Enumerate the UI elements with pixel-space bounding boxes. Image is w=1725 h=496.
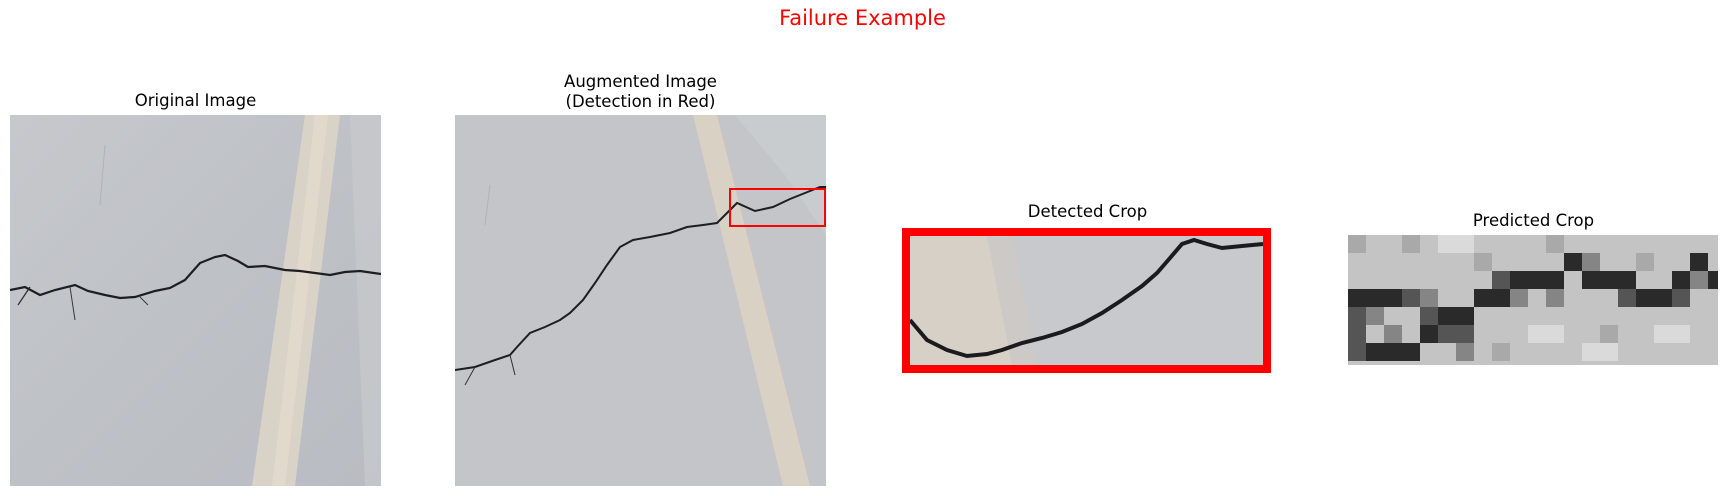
predicted-crop-title: Predicted Crop [1472, 211, 1595, 230]
augmented-title-line1: Augmented Image [564, 72, 717, 91]
detection-box [729, 188, 826, 227]
augmented-image [455, 115, 826, 486]
original-image-title: Original Image [134, 91, 257, 110]
augmented-title-line2: (Detection in Red) [565, 92, 716, 111]
detected-crop [902, 228, 1271, 373]
predicted-crop [1348, 235, 1718, 365]
detected-crop-title: Detected Crop [1027, 202, 1148, 221]
figure-suptitle: Failure Example [779, 6, 946, 30]
detected-crop-border [902, 228, 1271, 373]
augmented-image-title: Augmented Image (Detection in Red) [455, 72, 826, 112]
original-image [10, 115, 381, 486]
